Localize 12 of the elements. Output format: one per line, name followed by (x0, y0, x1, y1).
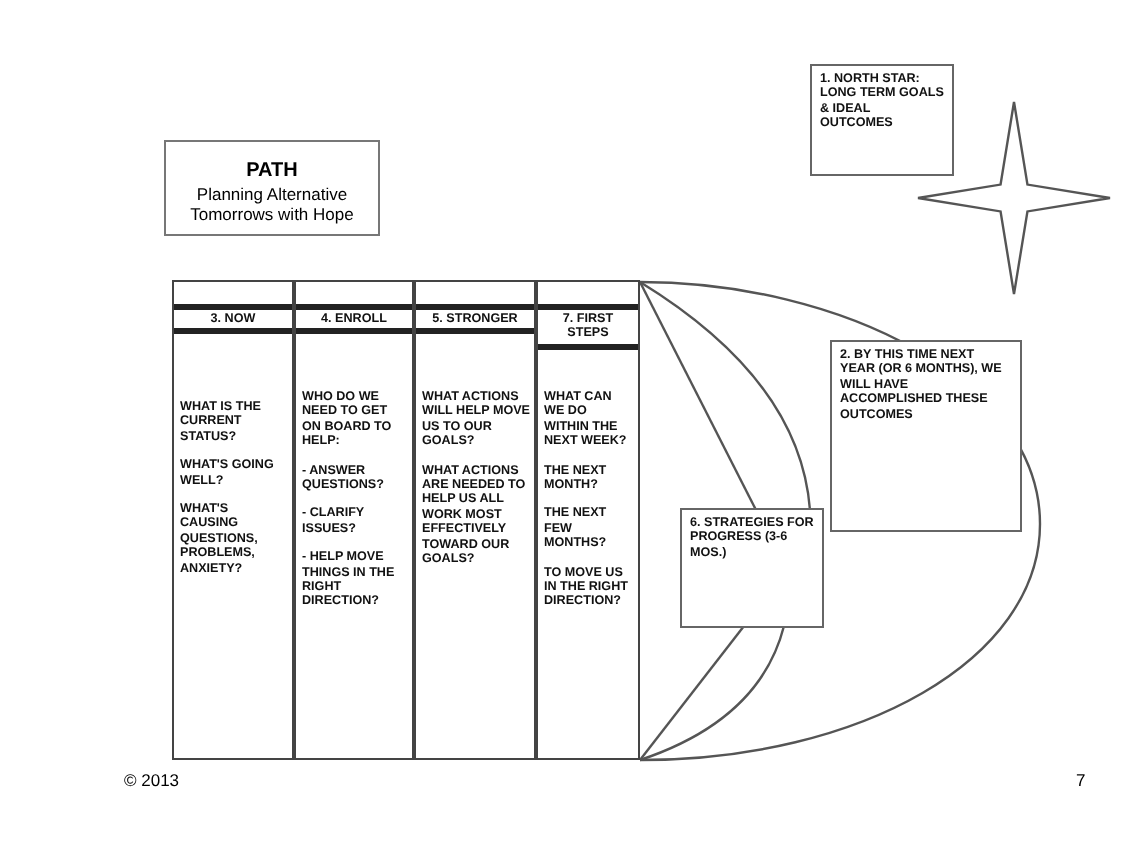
title-box (164, 140, 380, 236)
text-box (680, 508, 824, 628)
table-column (172, 280, 294, 760)
table-column (536, 280, 640, 760)
title: PATH (244, 160, 300, 184)
page-number: 7 (1076, 770, 1086, 790)
table-column (294, 280, 414, 760)
copyright-note: © 2013 (124, 770, 180, 790)
subtitle: Planning Alternative Tomorrows with Hope (188, 184, 356, 224)
text-box (810, 64, 954, 176)
table-column (414, 280, 536, 760)
text-box (830, 340, 1022, 532)
